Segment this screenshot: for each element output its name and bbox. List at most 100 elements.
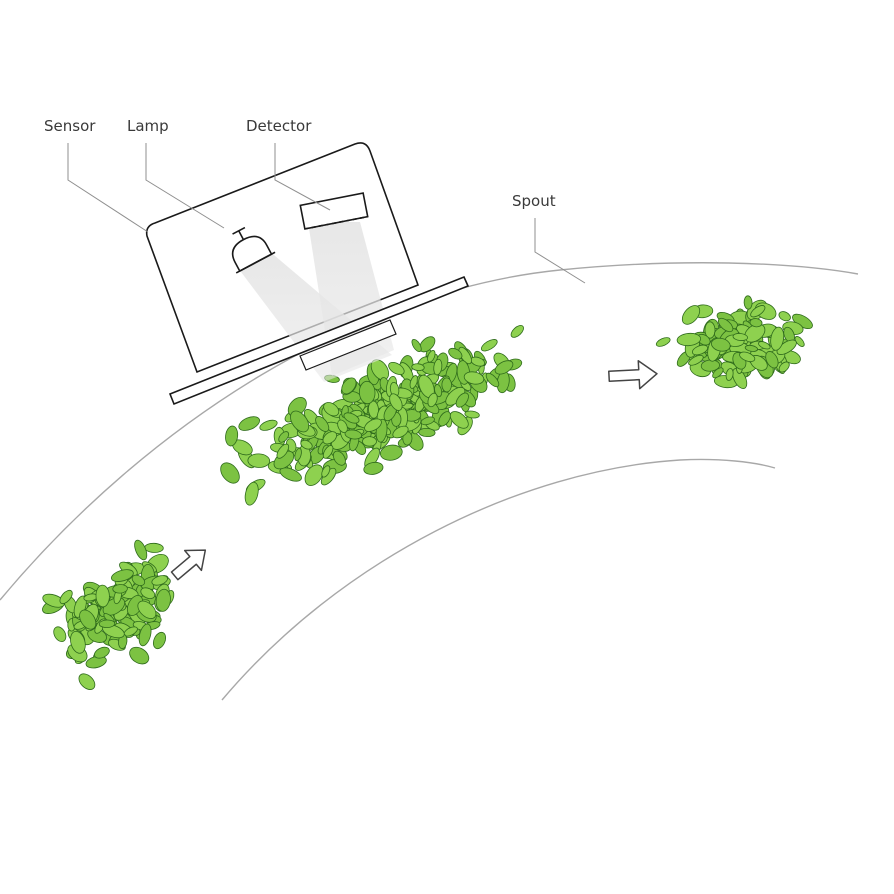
leaf-particle bbox=[341, 377, 357, 395]
leaf-particle bbox=[655, 337, 671, 347]
leaf-particle bbox=[411, 338, 422, 353]
leaf-particle bbox=[778, 361, 790, 373]
leaf-particle bbox=[247, 453, 271, 468]
leaf-particle bbox=[411, 363, 425, 372]
spout-outer-edge bbox=[0, 262, 859, 601]
leaf-particle bbox=[379, 444, 403, 461]
leaf-particle bbox=[770, 326, 785, 351]
spout-inner-edge bbox=[221, 458, 776, 701]
hollow-arrow-icon bbox=[170, 549, 207, 581]
leaf-particle bbox=[389, 393, 403, 411]
leaf-particle bbox=[364, 418, 382, 432]
leaf-particle bbox=[510, 325, 524, 338]
leaf-particle bbox=[95, 584, 110, 608]
leaf-particle bbox=[427, 392, 438, 408]
leaf-particle bbox=[691, 344, 709, 356]
leaf-particle bbox=[137, 600, 157, 619]
leaf-particle bbox=[778, 311, 791, 322]
leaf-particle bbox=[279, 467, 302, 482]
leaf-particle bbox=[323, 402, 340, 417]
detector-leader-line bbox=[274, 143, 331, 211]
leaf-particle bbox=[438, 411, 451, 427]
leaf-particle bbox=[332, 450, 346, 466]
leaf-particle bbox=[758, 341, 771, 350]
leaf-particle bbox=[765, 351, 779, 369]
crop-particles bbox=[42, 295, 813, 690]
leaf-particle bbox=[688, 354, 704, 366]
leaf-particle bbox=[343, 412, 360, 424]
sensor-window bbox=[299, 319, 397, 371]
leaf-particle bbox=[711, 337, 731, 352]
leaf-particle bbox=[42, 593, 65, 608]
leaf-particle bbox=[238, 416, 260, 431]
leaf-particle bbox=[776, 339, 797, 355]
lamp-leader-line bbox=[145, 143, 225, 229]
leaf-particle bbox=[434, 384, 443, 398]
leaf-particle bbox=[480, 339, 498, 352]
leaf-particle bbox=[321, 465, 331, 478]
sensor-leader-line bbox=[67, 143, 149, 233]
leaf-particle bbox=[94, 646, 110, 659]
leaf-particle bbox=[363, 461, 384, 475]
sensor-unit bbox=[145, 142, 470, 406]
leaf-particle bbox=[732, 368, 748, 389]
sensor-mounting-plate bbox=[168, 275, 470, 406]
leaf-particle bbox=[134, 539, 148, 561]
detector-icon bbox=[299, 192, 369, 230]
leaf-particle bbox=[392, 425, 409, 439]
leaf-particle bbox=[98, 619, 116, 629]
leaf-particle bbox=[138, 623, 152, 647]
leaf-particle bbox=[70, 630, 86, 654]
leaf-particle bbox=[358, 380, 376, 405]
leaf-particle bbox=[278, 431, 290, 443]
hollow-arrow-icon bbox=[608, 359, 658, 390]
spout-label: Spout bbox=[512, 192, 556, 210]
lamp-icon bbox=[231, 226, 276, 274]
leaf-particle bbox=[449, 411, 469, 429]
leaf-particle bbox=[140, 587, 156, 599]
leaf-particle bbox=[725, 368, 734, 381]
leaf-particle bbox=[739, 351, 756, 362]
leaf-particle bbox=[151, 575, 168, 586]
leaf-particle bbox=[144, 542, 164, 553]
leaf-particle bbox=[794, 336, 805, 347]
sensor-label: Sensor bbox=[44, 117, 96, 135]
leaf-particle bbox=[494, 360, 514, 375]
leaf-particle bbox=[300, 439, 313, 450]
leaf-particle bbox=[388, 361, 405, 376]
leaf-particle bbox=[337, 419, 348, 433]
leaf-particle bbox=[259, 419, 278, 431]
leaf-particle bbox=[704, 321, 716, 339]
leaf-particle bbox=[744, 344, 759, 352]
leaf-particle bbox=[294, 447, 302, 462]
leaf-particle bbox=[304, 464, 324, 486]
leaf-particle bbox=[79, 609, 97, 630]
leaf-particle bbox=[53, 626, 67, 642]
leaf-particle bbox=[732, 333, 748, 341]
leaf-particle bbox=[441, 377, 452, 393]
leaf-particle bbox=[681, 305, 701, 325]
leaf-particle bbox=[427, 350, 436, 363]
leaf-particle bbox=[750, 305, 766, 318]
leaf-particle bbox=[749, 318, 763, 328]
leaf-particle bbox=[743, 295, 753, 310]
leaf-particle bbox=[455, 392, 469, 408]
leaf-particle bbox=[129, 646, 150, 665]
spout-leader-line bbox=[534, 218, 586, 284]
leaf-particle bbox=[448, 347, 463, 360]
leaf-particle bbox=[225, 425, 239, 447]
leaf-particle bbox=[344, 429, 363, 440]
leaf-particle bbox=[244, 481, 259, 506]
leaf-particle bbox=[676, 332, 702, 347]
leaf-particle bbox=[322, 431, 338, 445]
leaf-particle bbox=[59, 589, 73, 605]
leaf-particle bbox=[418, 427, 436, 438]
leaf-particle bbox=[131, 574, 146, 586]
leaf-particle bbox=[111, 569, 134, 582]
leaf-particle bbox=[322, 445, 334, 459]
leaf-particle bbox=[290, 410, 310, 433]
leaf-particle bbox=[712, 367, 724, 379]
leaf-particle bbox=[152, 631, 167, 650]
leaf-particle bbox=[717, 317, 734, 333]
leaf-particle bbox=[112, 584, 128, 594]
